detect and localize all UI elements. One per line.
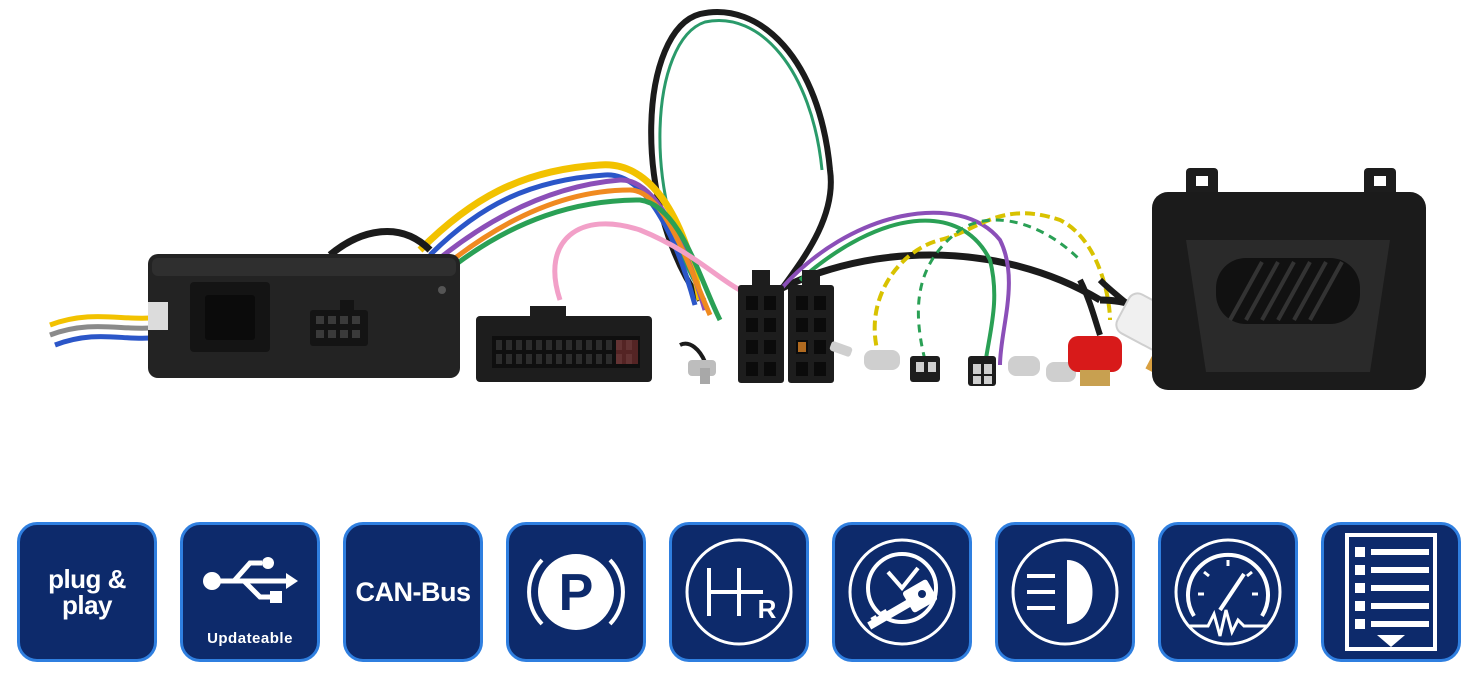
parking-brake-icon: P [527, 554, 625, 630]
headlight-icon [1011, 538, 1119, 646]
spade-terminals [829, 341, 1076, 382]
parking-brake-badge: P [506, 522, 646, 662]
antenna-loop-wire [648, 9, 834, 331]
usb-updateable-badge: Updateable [180, 522, 320, 662]
ignition-key-icon [848, 538, 956, 646]
vehicle-harness-connector [476, 306, 652, 382]
settings-menu-list-icon [1345, 533, 1437, 651]
ignition-badge [832, 522, 972, 662]
feature-badges: plug & play Updateable CAN-Bus P [0, 522, 1479, 662]
speed-pulse-gauge-icon [1174, 538, 1282, 646]
plug-play-line1: plug & [48, 564, 126, 594]
canbus-badge: CAN-Bus [343, 522, 483, 662]
wire-pink [552, 221, 742, 301]
interface-module [148, 254, 460, 378]
parking-letter: P [559, 564, 594, 622]
wire-bundle-green [453, 197, 723, 322]
reverse-gear-icon: R [685, 538, 793, 646]
speed-pulse-badge [1158, 522, 1298, 662]
lights-badge [995, 522, 1135, 662]
small-black-connectors [910, 356, 996, 386]
plug-play-line2: play [61, 590, 113, 620]
canbus-label: CAN-Bus [355, 576, 472, 607]
iso-connector-pair [738, 270, 834, 383]
wire-bundle-orange [448, 187, 713, 317]
product-image [49, 9, 1426, 390]
settings-menu-badge [1321, 522, 1461, 662]
usb-icon [203, 557, 298, 603]
usb-updateable-label: Updateable [207, 630, 293, 647]
plug-and-play-badge: plug & play [17, 522, 157, 662]
reverse-letter: R [758, 594, 777, 624]
antenna-plug [679, 341, 716, 384]
control-box [1152, 168, 1426, 390]
rca-plug-red [1068, 278, 1122, 386]
reverse-gear-badge: R [669, 522, 809, 662]
